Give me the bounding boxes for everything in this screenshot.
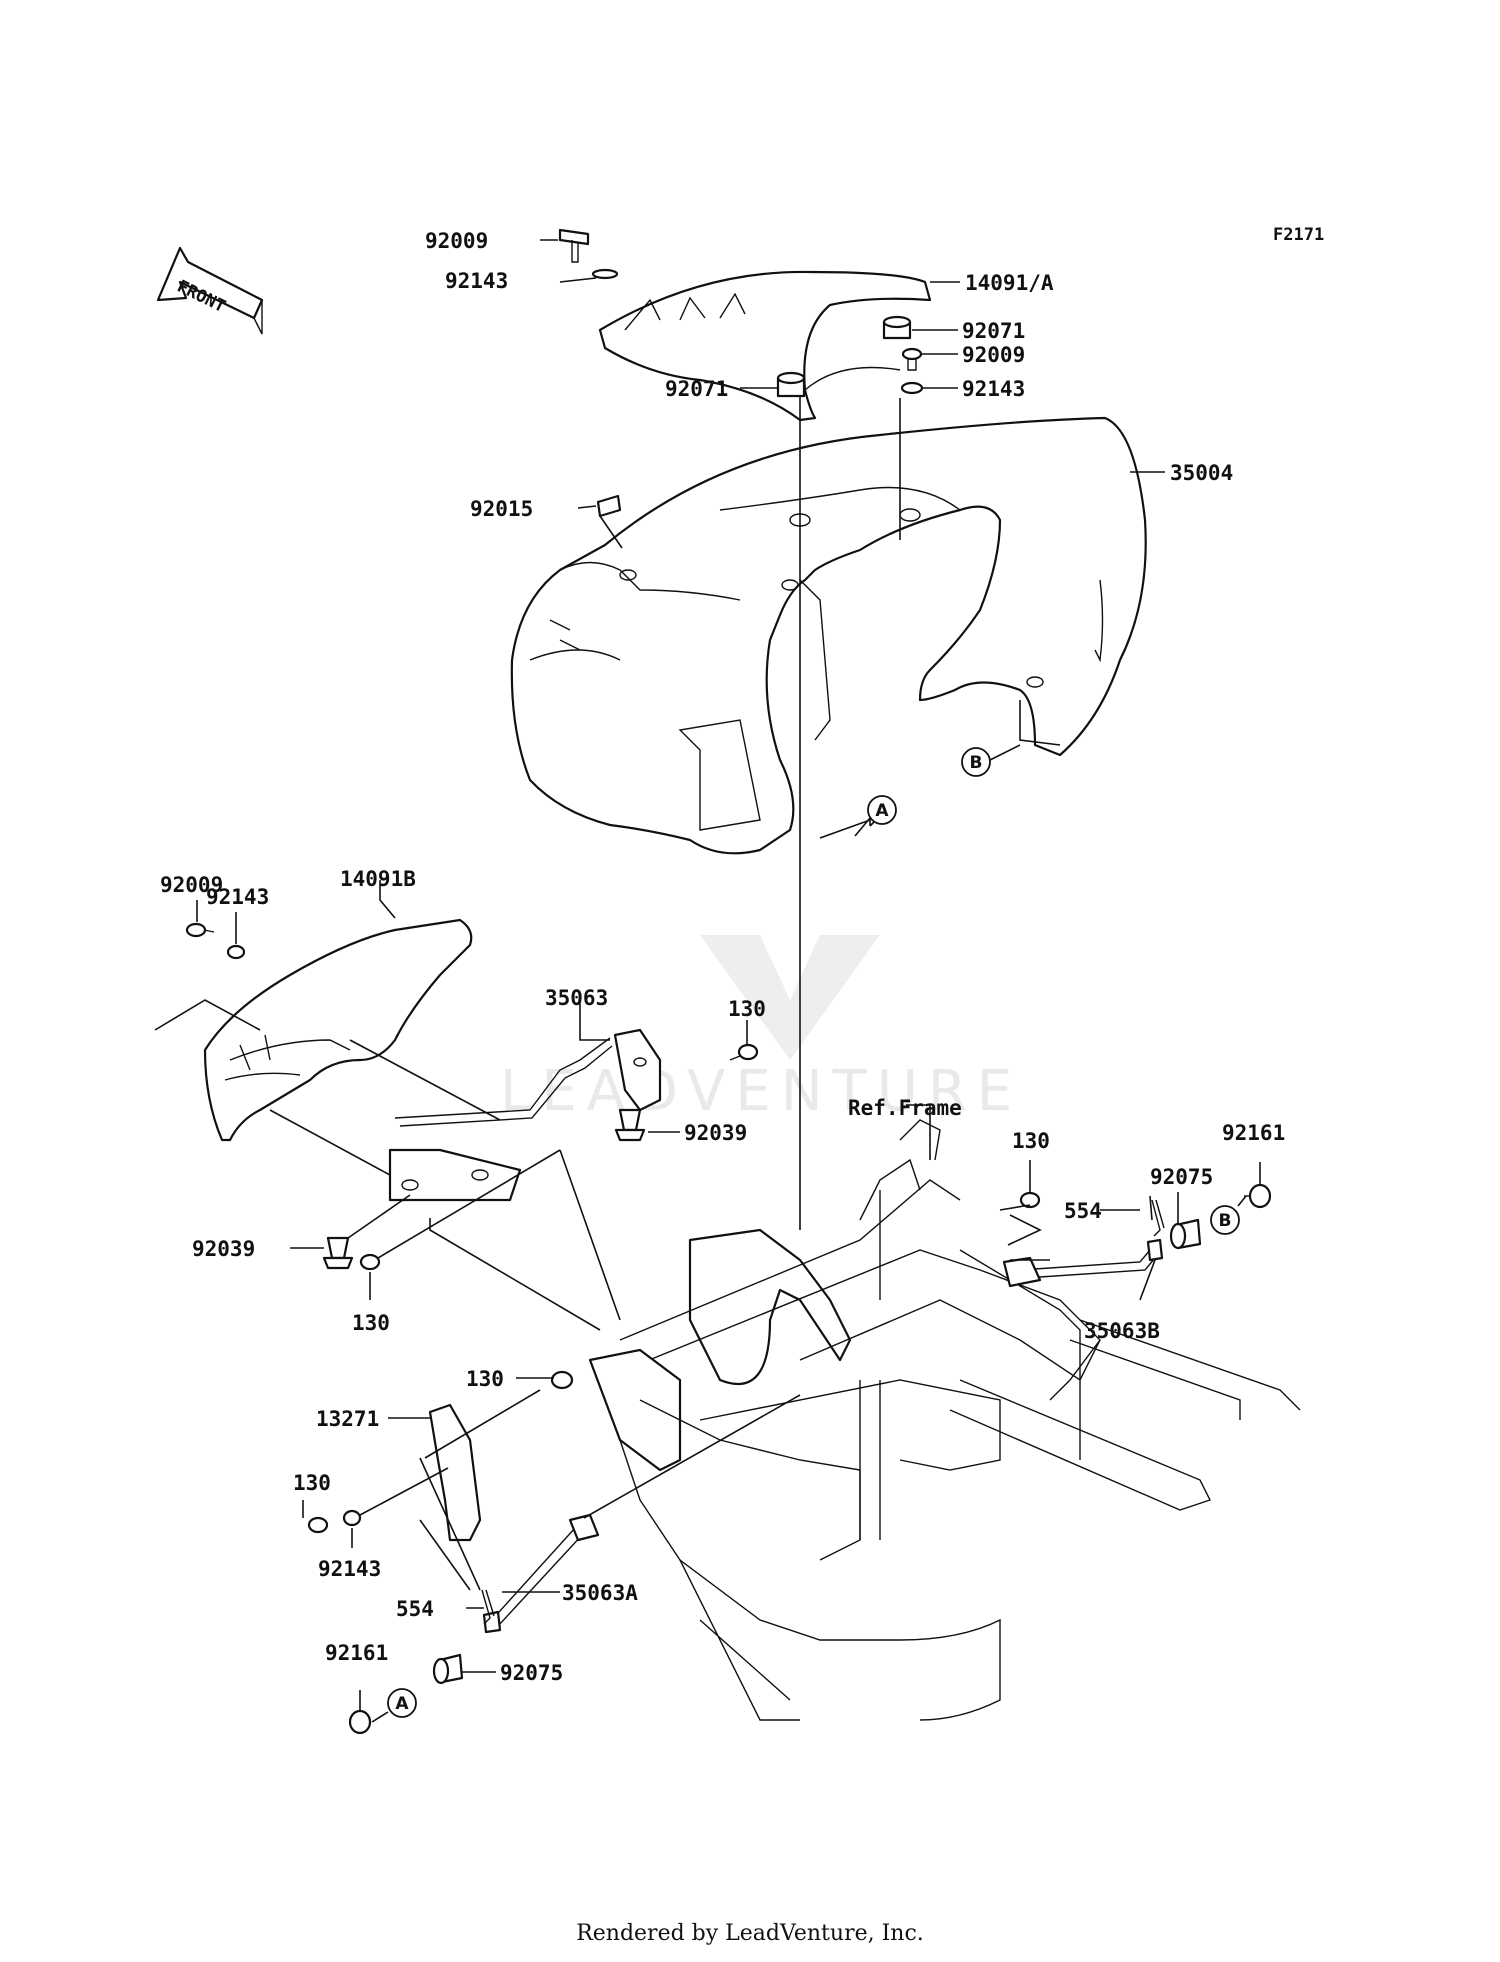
label-92071-left[interactable]: 92071 (665, 377, 728, 401)
label-130-c[interactable]: 130 (466, 1367, 504, 1391)
callout-a-bottom-letter: A (395, 1694, 409, 1714)
bolt-130-b-icon (359, 1253, 381, 1271)
grommet-92071-left-icon (776, 371, 806, 398)
bushing-92075-right-icon (1169, 1218, 1202, 1250)
callout-b-top: B (961, 744, 1021, 777)
bracket-35063b-drawing (1002, 1238, 1164, 1288)
grommet-92071-right-icon (882, 315, 912, 340)
label-92039-a[interactable]: 92039 (684, 1121, 747, 1145)
label-35063b[interactable]: 35063B (1084, 1319, 1160, 1343)
label-35004[interactable]: 35004 (1170, 461, 1233, 485)
cap-92161-right-icon (1244, 1183, 1272, 1209)
front-arrow-icon: FRONT (156, 246, 264, 335)
label-130-b[interactable]: 130 (352, 1311, 390, 1335)
cover-14091a-drawing (598, 270, 932, 422)
label-35063a[interactable]: 35063A (562, 1581, 638, 1605)
frame-drawing (588, 1119, 1301, 1721)
label-92015[interactable]: 92015 (470, 497, 533, 521)
label-92143-left[interactable]: 92143 (206, 885, 269, 909)
callout-a-bottom: A (387, 1688, 417, 1718)
label-92161-right[interactable]: 92161 (1222, 1121, 1285, 1145)
screw-92009-left-icon (185, 922, 215, 938)
label-92161-bottom[interactable]: 92161 (325, 1641, 388, 1665)
washer-92143-right-icon (900, 381, 924, 395)
cover-14091b-drawing (203, 918, 473, 1142)
bolt-130-a-icon (729, 1043, 759, 1061)
callout-a-top-letter: A (875, 801, 889, 821)
label-14091b[interactable]: 14091B (340, 867, 416, 891)
plate-13271-drawing (428, 1403, 482, 1542)
pin-554-bottom-icon (481, 1589, 495, 1625)
label-130-e[interactable]: 130 (293, 1471, 331, 1495)
callout-b-right-letter: B (1219, 1211, 1232, 1231)
label-92143-bottom[interactable]: 92143 (318, 1557, 381, 1581)
watermark-text: LEADVENTURE (500, 1059, 1022, 1124)
label-130-d[interactable]: 130 (1012, 1129, 1050, 1153)
label-92009-top[interactable]: 92009 (425, 229, 488, 253)
bolt-130-d-icon (1019, 1191, 1041, 1209)
callout-b-right: B (1210, 1205, 1240, 1235)
label-92071-right[interactable]: 92071 (962, 319, 1025, 343)
callout-a-top: A (854, 795, 897, 837)
label-554-bottom[interactable]: 554 (396, 1597, 434, 1621)
washer-92143-left-icon (226, 944, 246, 960)
bolt-130-e-icon (307, 1516, 329, 1534)
bracket-35063a-drawing (482, 1513, 600, 1634)
pin-554-right-icon (1151, 1199, 1165, 1237)
label-92075-bottom[interactable]: 92075 (500, 1661, 563, 1685)
bolt-130-c-icon (550, 1370, 574, 1390)
label-92039-b[interactable]: 92039 (192, 1237, 255, 1261)
label-92143-right[interactable]: 92143 (962, 377, 1025, 401)
cap-92161-bottom-icon (348, 1709, 372, 1735)
label-92143-top[interactable]: 92143 (445, 269, 508, 293)
footer-credit: Rendered by LeadVenture, Inc. (576, 1921, 924, 1946)
leader-lines (154, 239, 1261, 1723)
washer-92143-top-icon (591, 268, 619, 280)
label-92009-right[interactable]: 92009 (962, 343, 1025, 367)
bushing-92075-bottom-icon (432, 1653, 464, 1685)
label-92075-right[interactable]: 92075 (1150, 1165, 1213, 1189)
label-130-a[interactable]: 130 (728, 997, 766, 1021)
bracket-35063-drawing (388, 1028, 662, 1202)
fender-35004-drawing (510, 416, 1147, 855)
label-14091a[interactable]: 14091/A (965, 271, 1054, 295)
screw-92009-right-icon (901, 347, 923, 371)
label-13271[interactable]: 13271 (316, 1407, 379, 1431)
clip-92039-upper-icon (614, 1108, 646, 1142)
clip-92039-lower-icon (322, 1236, 354, 1270)
screw-92009-top-icon (558, 228, 590, 263)
callout-b-top-letter: B (970, 753, 983, 773)
washer-92143-bottom-icon (342, 1509, 362, 1527)
label-35063[interactable]: 35063 (545, 986, 608, 1010)
diagram-code: F2171 (1273, 225, 1324, 245)
label-92009-left[interactable]: 92009 (160, 873, 223, 897)
watermark-logo: LEADVENTURE (500, 935, 1022, 1124)
clip-92015-icon (596, 494, 622, 518)
ref-frame-label: Ref.Frame (848, 1096, 962, 1120)
label-554-right[interactable]: 554 (1064, 1199, 1102, 1223)
part-labels: 92009 92143 14091/A 92071 92009 92143 92… (160, 229, 1285, 1685)
